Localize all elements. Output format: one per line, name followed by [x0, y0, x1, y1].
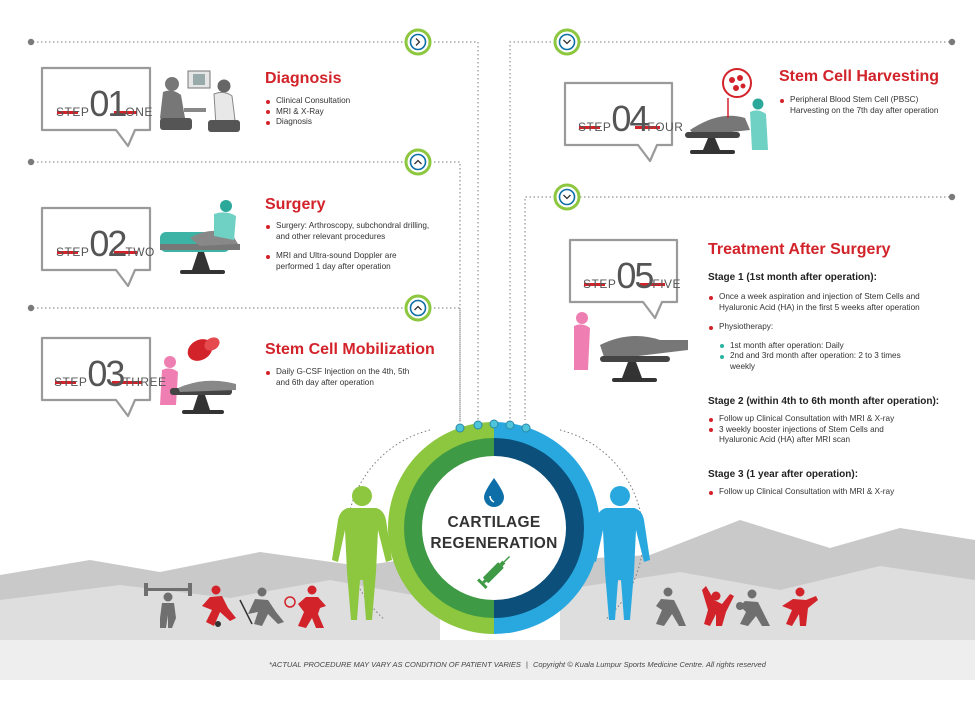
stage-1-list: Once a week aspiration and injection of …	[708, 292, 953, 373]
step-number: 05	[616, 255, 654, 296]
step-word: STEP	[54, 375, 88, 389]
list-item: MRI and Ultra-sound Doppler are performe…	[265, 251, 430, 272]
list-item: 1st month after operation: Daily	[719, 341, 909, 352]
step-02-label: STEP02TWO	[56, 223, 154, 264]
footer: *ACTUAL PROCEDURE MAY VARY AS CONDITION …	[269, 660, 766, 669]
list-item: 3 weekly booster injections of Stem Cell…	[708, 425, 913, 446]
list-item: Peripheral Blood Stem Cell (PBSC) Harves…	[779, 95, 944, 116]
list-item: Follow up Clinical Consultation with MRI…	[708, 487, 953, 498]
step-underlines	[55, 111, 665, 384]
stage-2-heading: Stage 2 (within 4th to 6th month after o…	[708, 396, 940, 407]
chevron-down-icon	[553, 183, 581, 211]
step-05-title: Treatment After Surgery	[708, 241, 891, 258]
human-figure-blue	[590, 486, 650, 620]
treatment-illustration	[574, 312, 688, 382]
stage-3-list: Follow up Clinical Consultation with MRI…	[708, 487, 953, 498]
step-03-list: Daily G-CSF Injection on the 4th, 5th an…	[265, 367, 415, 388]
step-word: STEP	[56, 105, 90, 119]
step-ordinal: TWO	[125, 245, 155, 259]
stage-3-heading: Stage 3 (1 year after operation):	[708, 469, 859, 480]
step-bubbles	[40, 66, 679, 418]
step-01-list: Clinical Consultation MRI & X-Ray Diagno…	[265, 96, 415, 128]
list-item: Follow up Clinical Consultation with MRI…	[708, 414, 913, 425]
list-item: Clinical Consultation	[265, 96, 415, 107]
step-01-label: STEP01ONE	[56, 83, 152, 124]
chevron-up-icon	[404, 148, 432, 176]
step-02-title: Surgery	[265, 196, 326, 213]
step-number: 04	[611, 98, 649, 139]
center-title: CARTILAGE REGENERATION	[424, 512, 564, 554]
list-item: Daily G-CSF Injection on the 4th, 5th an…	[265, 367, 415, 388]
mobilization-illustration	[160, 337, 236, 414]
step-number: 01	[89, 83, 127, 124]
list-item: 2nd and 3rd month after operation: 2 to …	[719, 351, 909, 372]
step-04-title: Stem Cell Harvesting	[779, 68, 940, 85]
harvesting-illustration	[685, 68, 768, 154]
arrow-right-icon	[404, 28, 432, 56]
stage-1-heading: Stage 1 (1st month after operation):	[708, 272, 877, 283]
step-ordinal: THREE	[123, 375, 167, 389]
step-number: 02	[89, 223, 127, 264]
step-number: 03	[87, 353, 125, 394]
step-04-label: STEP04FOUR	[578, 98, 683, 139]
center-title-line2: REGENERATION	[430, 535, 558, 552]
list-item: Physiotherapy: 1st month after operation…	[708, 322, 953, 372]
footer-separator: |	[525, 660, 528, 669]
diagnosis-illustration	[160, 70, 240, 132]
human-figure-green	[332, 486, 392, 620]
step-01-title: Diagnosis	[265, 70, 342, 87]
physiotherapy-sublist: 1st month after operation: Daily 2nd and…	[719, 341, 909, 373]
list-item: MRI & X-Ray	[265, 107, 415, 118]
step-word: STEP	[56, 245, 90, 259]
step-word: STEP	[583, 277, 617, 291]
list-item: Once a week aspiration and injection of …	[708, 292, 953, 313]
step-02-list: Surgery: Arthroscopy, subchondral drilli…	[265, 221, 430, 272]
step-ordinal: FOUR	[647, 120, 684, 134]
step-05-label: STEP05FIVE	[583, 255, 681, 296]
chevron-up-icon	[404, 294, 432, 322]
step-word: STEP	[578, 120, 612, 134]
chevron-down-icon	[553, 28, 581, 56]
step-ordinal: FIVE	[652, 277, 682, 291]
list-item: Diagnosis	[265, 117, 415, 128]
cartilage-regeneration-circle	[388, 422, 600, 634]
sport-silhouettes-left	[144, 583, 326, 628]
water-drop-icon	[484, 478, 504, 507]
footer-copyright: Copyright © Kuala Lumpur Sports Medicine…	[533, 660, 766, 669]
circle-connector-dots	[455, 419, 531, 433]
step-ordinal: ONE	[125, 105, 153, 119]
list-item: Surgery: Arthroscopy, subchondral drilli…	[265, 221, 430, 242]
footer-disclaimer: *ACTUAL PROCEDURE MAY VARY AS CONDITION …	[269, 660, 521, 669]
sport-silhouettes-right	[656, 586, 818, 626]
physiotherapy-label: Physiotherapy:	[719, 322, 774, 332]
syringe-icon	[477, 555, 511, 589]
step-03-label: STEP03THREE	[54, 353, 166, 394]
step-04-list: Peripheral Blood Stem Cell (PBSC) Harves…	[779, 95, 944, 116]
stage-2-list: Follow up Clinical Consultation with MRI…	[708, 414, 913, 446]
surgery-illustration	[160, 200, 240, 274]
center-title-line1: CARTILAGE	[447, 514, 541, 531]
step-03-title: Stem Cell Mobilization	[265, 341, 435, 358]
connector-endpoints	[27, 38, 956, 312]
